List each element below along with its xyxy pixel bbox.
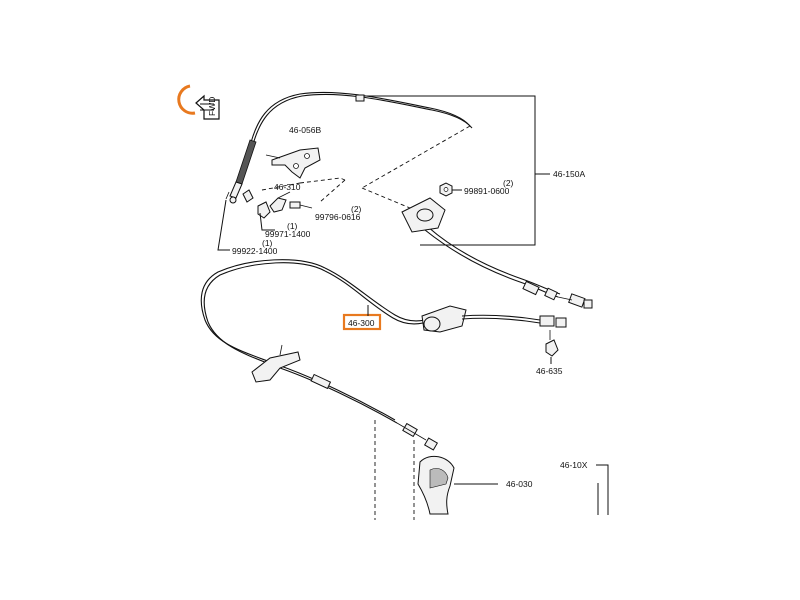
label-99922[interactable]: 99922-1400 [232, 246, 278, 256]
label-99922-qty: (1) [262, 238, 273, 248]
cable-46-150a [247, 91, 593, 309]
nut-99891 [439, 182, 462, 197]
fwd-arrow-icon [195, 94, 220, 120]
label-99891-qty: (2) [503, 178, 514, 188]
highlight-46-300 [342, 313, 382, 331]
shift-knob-46-030 [417, 455, 498, 515]
label-99891[interactable]: 99891-0600 [464, 186, 510, 196]
fwd-highlight-ring [177, 84, 196, 115]
label-99971[interactable]: 99971-1400 [265, 229, 311, 239]
label-99796[interactable]: 99796-0616 [315, 212, 361, 222]
upper-mechanism [217, 139, 346, 251]
label-46-056b[interactable]: 46-056B [289, 125, 321, 135]
callout-46-150a-bracket [364, 95, 536, 246]
label-99971-qty: (1) [287, 221, 298, 231]
label-99796-qty: (2) [351, 204, 362, 214]
cable-46-300 [200, 259, 567, 520]
label-46-150a[interactable]: 46-150A [553, 169, 585, 179]
label-46-10x[interactable]: 46-10X [560, 460, 588, 470]
callout-46-10x-bracket [596, 464, 609, 515]
label-46-635[interactable]: 46-635 [536, 366, 563, 376]
label-46-310[interactable]: 46-310 [274, 182, 301, 192]
label-46-300[interactable]: 46-300 [348, 318, 375, 328]
label-46-030[interactable]: 46-030 [506, 479, 533, 489]
fwd-marker[interactable]: FWD [177, 84, 220, 120]
fwd-label: FWD [207, 97, 217, 116]
